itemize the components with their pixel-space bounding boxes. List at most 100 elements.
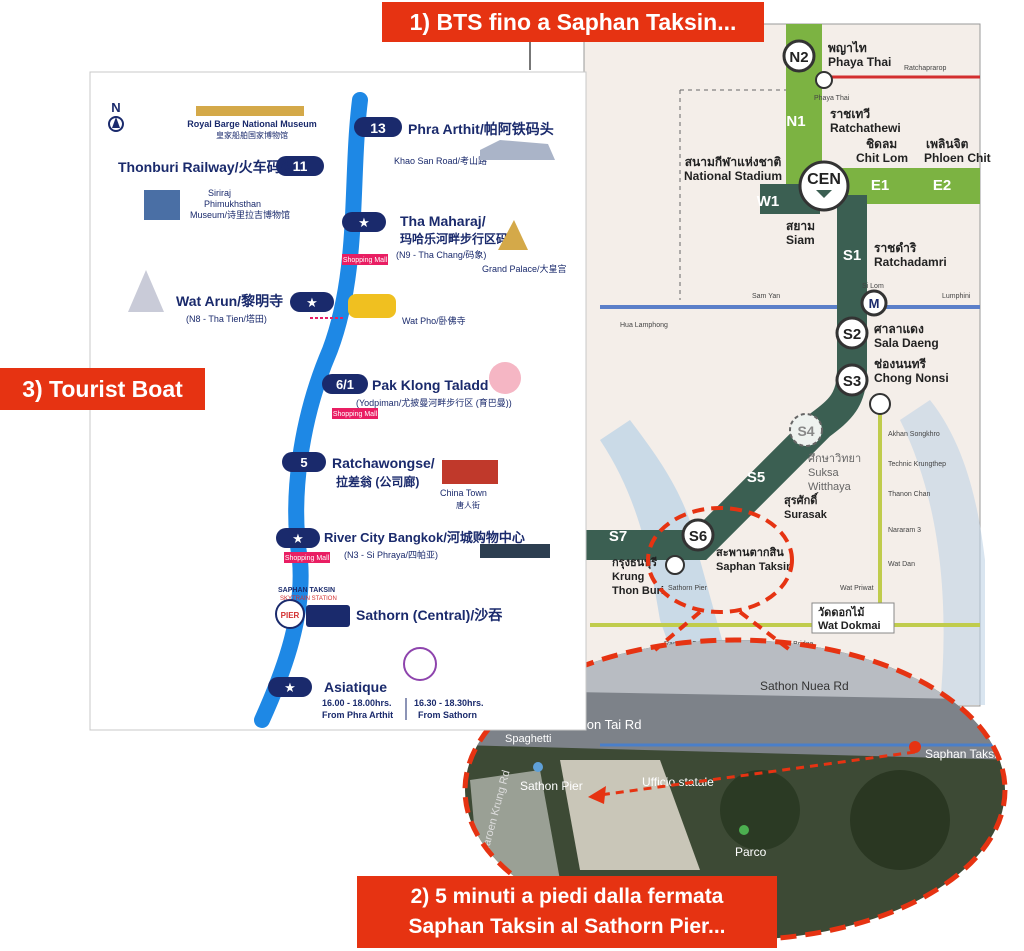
- walking-route: [599, 750, 916, 797]
- siam-label: Siam: [786, 233, 815, 247]
- n1-thai-label: ราชเทวี: [830, 107, 870, 121]
- station-s4[interactable]: [789, 413, 823, 447]
- asiatique-time-1: 16.00 - 18.00hrs.: [322, 698, 392, 708]
- station-s3-code: S3: [843, 373, 861, 390]
- park-trees-2: [850, 770, 950, 870]
- saphan-taksin-skytrain-label: SAPHAN TAKSIN: [278, 587, 335, 594]
- arl-phaya-thai-label: Phaya Thai: [814, 95, 850, 102]
- shopping-mall-tag: [342, 254, 388, 265]
- e1-label: Chit Lom: [856, 151, 908, 165]
- dokmai-thai-label: วัดดอกไม้: [818, 605, 865, 619]
- sathon-pier-label: Sathon Pier: [520, 779, 583, 793]
- pier-badge-tha-maharaj[interactable]: [342, 212, 386, 232]
- road-sathon: [465, 690, 1005, 760]
- skytrain-pier-icon[interactable]: [275, 599, 305, 629]
- walk-step-line-2: Saphan Taksin al Sathorn Pier...: [408, 915, 726, 938]
- station-s1-code: S1: [843, 247, 861, 264]
- pier-icon-text: PIER: [281, 611, 300, 620]
- walk-arrow-icon: [588, 786, 606, 804]
- walk-step-banner: 2) 5 minuti a piedi dalla fermata Saphan…: [357, 876, 777, 948]
- china-town-gate-icon: [442, 460, 498, 484]
- river-city-label: River City Bangkok/河城购物中心: [324, 530, 525, 545]
- sathon-nuea-label: Sathon Nuea Rd: [760, 679, 849, 693]
- parco-label: Parco: [735, 845, 767, 859]
- mrt-icon: M: [869, 296, 880, 311]
- pier-badge-asiatique[interactable]: [268, 677, 312, 697]
- tha-chang-label: (N9 - Tha Chang/码象): [396, 249, 486, 260]
- pier-pin-icon[interactable]: [533, 762, 543, 772]
- pier-badge-13[interactable]: [354, 117, 402, 137]
- phra-arthit-label: Phra Arthit/帕阿铁码头: [408, 121, 554, 137]
- asiatique-time-2: 16.30 - 18.30hrs.: [414, 698, 484, 708]
- thonburi-railway-label: Thonburi Railway/火车码头: [118, 159, 295, 175]
- s4-label: Suksa: [808, 467, 839, 479]
- dokmai-label: Wat Dokmai: [818, 620, 881, 632]
- sam-yan-label: Sam Yan: [752, 293, 780, 300]
- s5-label: Surasak: [784, 509, 828, 521]
- river-shape-east: [900, 400, 985, 705]
- e1-thai-label: ชิดลม: [866, 137, 897, 151]
- siriraj-building-icon: [144, 190, 180, 220]
- pier-badge-wat-arun[interactable]: [290, 292, 334, 312]
- shopping-mall-tag-2-text: Shopping Mall: [333, 411, 378, 418]
- technic-label: Technic Krungthep: [888, 461, 946, 468]
- pier-11-number: 11: [293, 158, 308, 174]
- e2-label: Phloen Chit: [924, 151, 991, 165]
- station-s3[interactable]: [835, 363, 869, 397]
- wat-arun-label: Wat Arun/黎明寺: [176, 293, 283, 309]
- pier-13-number: 13: [370, 120, 386, 136]
- saphan-taksin-street-label: Saphan Taksin: [925, 747, 1004, 761]
- skytrain-station-label: SKYTRAIN STATION: [280, 596, 337, 602]
- river-city-building-icon: [480, 544, 550, 558]
- s3-label: Chong Nonsi: [874, 371, 949, 385]
- tha-tien-label: (N8 - Tha Tien/塔田): [186, 313, 267, 324]
- station-s4-code: S4: [797, 423, 814, 439]
- wat-dan-label: Wat Dan: [888, 561, 915, 568]
- pier-badge-5[interactable]: [282, 452, 326, 472]
- national-label: National Stadium: [684, 169, 782, 183]
- shopping-mall-tag-text: Shopping Mall: [343, 257, 388, 264]
- s4-thai-label: ศึกษาวิทยา: [808, 453, 861, 465]
- yodpiman-label: (Yodpiman/尤披曼河畔步行区 (育巴曼)): [356, 397, 512, 408]
- pier-5-number: 5: [300, 455, 307, 470]
- si-lom-label: Si Lom: [862, 283, 884, 290]
- station-s2[interactable]: [835, 316, 869, 350]
- star-icon: ★: [358, 215, 370, 230]
- station-brt[interactable]: [869, 393, 891, 415]
- station-s2-code: S2: [843, 326, 861, 343]
- park-pin-icon[interactable]: [739, 825, 749, 835]
- boat-step-banner: 3) Tourist Boat: [0, 368, 205, 410]
- saphan-taksin-highlight: [646, 506, 794, 614]
- pier-badge-11[interactable]: [276, 156, 324, 176]
- station-arl-phaya-thai[interactable]: [815, 71, 833, 89]
- siriraj-label: Siriraj: [208, 188, 231, 198]
- pier-badge-6-1[interactable]: [322, 374, 368, 394]
- asiatique-label: Asiatique: [324, 679, 387, 695]
- boat-icon: [480, 140, 555, 160]
- s1-thai-label: ราชดำริ: [874, 241, 917, 255]
- station-mrt-silom[interactable]: [860, 289, 888, 317]
- station-s6[interactable]: [681, 518, 715, 552]
- location-pin-icon[interactable]: [909, 741, 921, 753]
- station-e2-code: E2: [933, 177, 951, 194]
- pak-klong-taladd-label: Pak Klong Taladd: [372, 377, 488, 393]
- station-s7-code: S7: [609, 528, 627, 545]
- ferris-wheel-icon: [403, 647, 437, 681]
- park-trees: [720, 770, 800, 850]
- pier-badge-river-city[interactable]: [276, 528, 320, 548]
- bts-map-background: [583, 23, 981, 707]
- royal-barge-cn-label: 皇家船舶国家博物馆: [216, 130, 288, 140]
- reclining-buddha-icon: [348, 294, 396, 318]
- s3-thai-label: ช่องนนทรี: [874, 357, 927, 371]
- station-n2[interactable]: [782, 39, 816, 73]
- silom-line-s7: [584, 530, 644, 560]
- grand-palace-label: Grand Palace/大皇宫: [482, 263, 567, 274]
- shopping-mall-tag-3: [284, 552, 330, 563]
- station-cen[interactable]: [798, 160, 850, 212]
- akhan-label: Akhan Songkhro: [888, 431, 940, 438]
- station-sathorn-pier[interactable]: [665, 555, 685, 575]
- skytrain-icon: [306, 605, 350, 627]
- n1-label: Ratchathewi: [830, 121, 901, 135]
- station-w1-code: W1: [757, 193, 780, 210]
